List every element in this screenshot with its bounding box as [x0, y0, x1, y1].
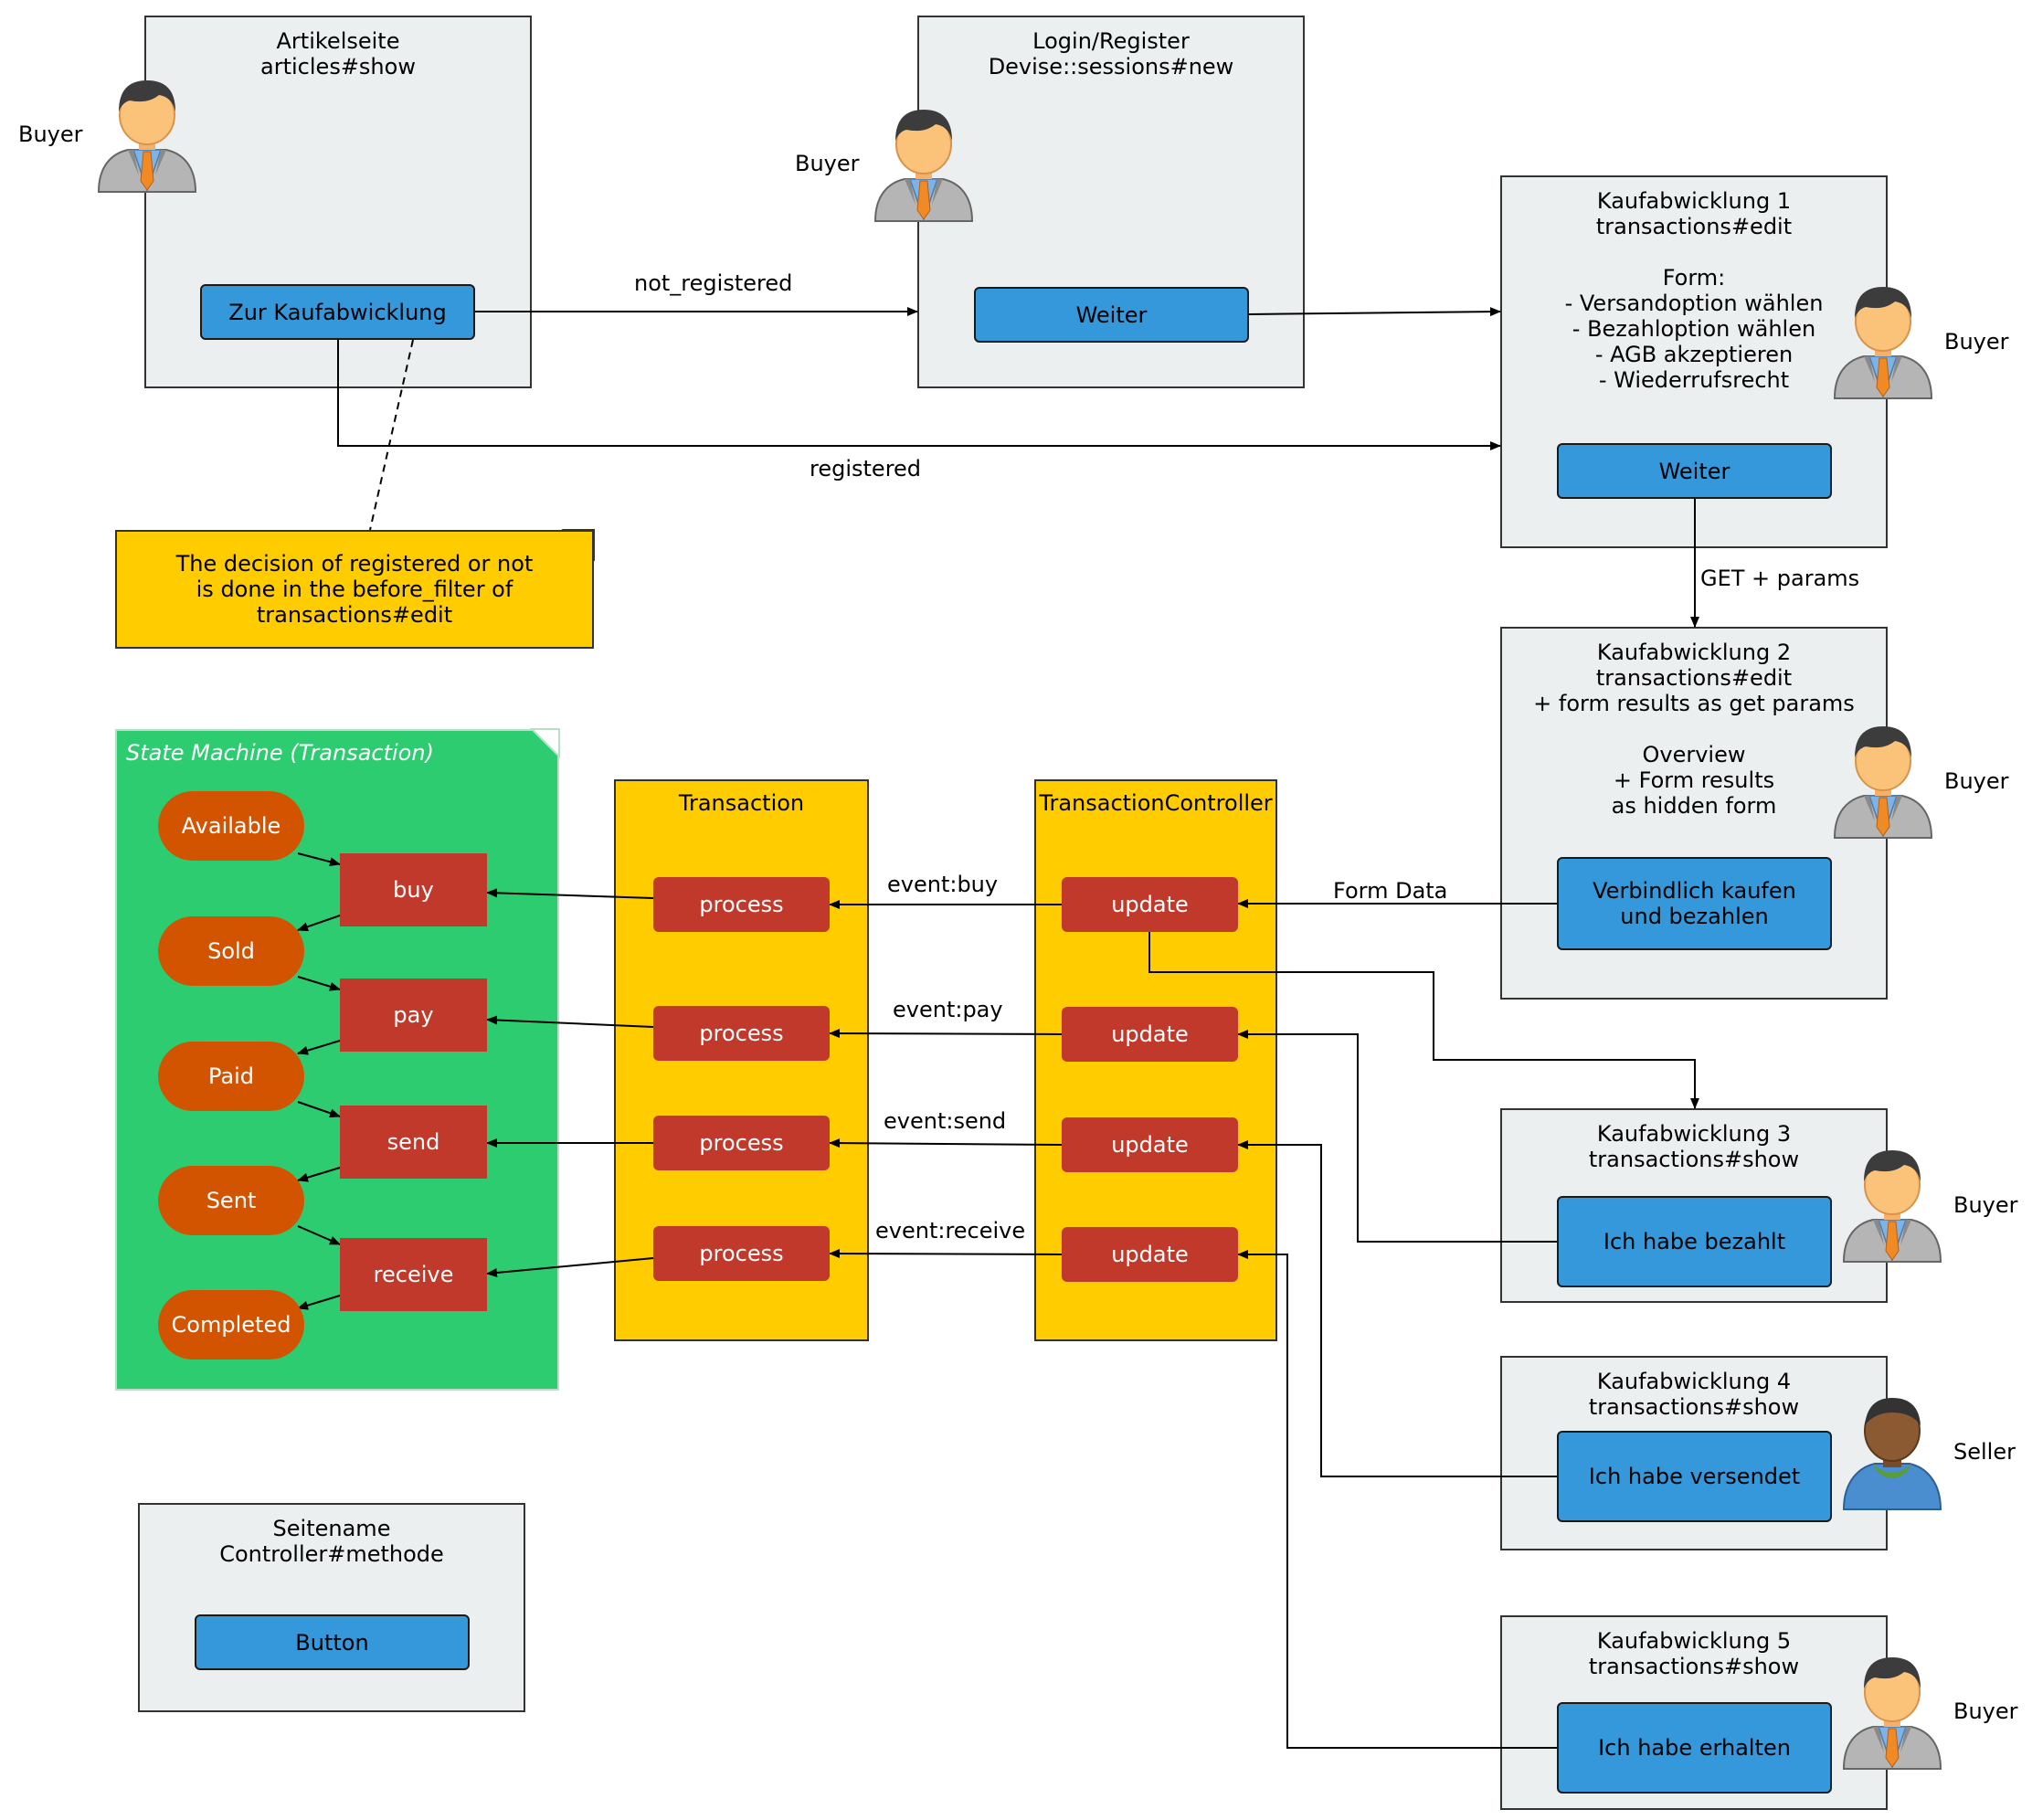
process-method: process — [653, 1006, 830, 1061]
update-method: update — [1062, 1227, 1238, 1282]
buyer-avatar-icon — [1834, 286, 1932, 399]
update-method: update — [1062, 1007, 1238, 1062]
event-send: send — [340, 1106, 487, 1179]
page-title: Artikelseite articles#show — [260, 28, 416, 79]
process-method: process — [653, 1226, 830, 1281]
buyer-avatar-icon — [874, 109, 973, 222]
legend-button[interactable]: Button — [195, 1614, 470, 1670]
page-title: Kaufabwicklung 5 transactions#show — [1588, 1628, 1800, 1679]
process-method: process — [653, 1116, 830, 1170]
edge-label-not-registered: not_registered — [634, 270, 793, 296]
state-completed: Completed — [158, 1290, 304, 1360]
controller-title: TransactionController — [1039, 790, 1273, 816]
edge-label-form-data: Form Data — [1333, 878, 1448, 904]
page-title: Login/Register Devise::sessions#new — [988, 28, 1234, 79]
edge-label-event-pay: event:pay — [893, 997, 1003, 1022]
state-machine-title: State Machine (Transaction) — [126, 740, 434, 766]
seller-avatar-icon — [1842, 1398, 1942, 1510]
edge-label-event-receive: event:receive — [875, 1218, 1026, 1243]
verbindlich-kaufen-button[interactable]: Verbindlich kaufen und bezahlen — [1557, 857, 1832, 950]
legend-title: Seitename Controller#methode — [219, 1516, 444, 1567]
actor-label: Buyer — [1944, 329, 2009, 354]
actor-label: Buyer — [1953, 1192, 2018, 1218]
transaction-title: Transaction — [678, 790, 805, 816]
update-method: update — [1062, 1117, 1238, 1172]
zur-kaufabwicklung-button[interactable]: Zur Kaufabwicklung — [200, 284, 475, 340]
actor-label: Buyer — [795, 151, 860, 176]
buyer-avatar-icon — [1843, 1149, 1942, 1263]
page-title: Kaufabwicklung 4 transactions#show — [1588, 1369, 1800, 1420]
buyer-avatar-icon — [1843, 1656, 1942, 1770]
update-method: update — [1062, 877, 1238, 932]
ich-habe-versendet-button[interactable]: Ich habe versendet — [1557, 1431, 1832, 1522]
ich-habe-erhalten-button[interactable]: Ich habe erhalten — [1557, 1702, 1832, 1794]
state-sold: Sold — [158, 916, 304, 986]
page-title: Kaufabwicklung 1 transactions#edit Form:… — [1564, 188, 1824, 393]
edge-label-get-params: GET + params — [1700, 566, 1860, 591]
actor-label: Seller — [1953, 1439, 2016, 1465]
event-pay: pay — [340, 979, 487, 1052]
page-title: Kaufabwicklung 3 transactions#show — [1588, 1121, 1800, 1172]
page-title: Kaufabwicklung 2 transactions#edit + for… — [1533, 640, 1855, 819]
buyer-avatar-icon — [98, 79, 196, 193]
actor-label: Buyer — [1953, 1698, 2018, 1724]
ich-habe-bezahlt-button[interactable]: Ich habe bezahlt — [1557, 1196, 1832, 1287]
decision-note: The decision of registered or not is don… — [115, 530, 594, 649]
edge-label-event-buy: event:buy — [887, 872, 999, 897]
edge-label-event-send: event:send — [884, 1108, 1007, 1134]
weiter-button[interactable]: Weiter — [1557, 443, 1832, 499]
legend-page: Seitename Controller#methode — [138, 1503, 525, 1712]
process-method: process — [653, 877, 830, 932]
actor-label: Buyer — [18, 122, 83, 147]
buyer-avatar-icon — [1834, 725, 1932, 839]
state-sent: Sent — [158, 1166, 304, 1235]
state-available: Available — [158, 791, 304, 861]
event-buy: buy — [340, 853, 487, 926]
actor-label: Buyer — [1944, 768, 2009, 794]
state-paid: Paid — [158, 1042, 304, 1111]
weiter-button[interactable]: Weiter — [974, 287, 1249, 343]
edge-label-registered: registered — [810, 456, 922, 481]
event-receive: receive — [340, 1238, 487, 1311]
